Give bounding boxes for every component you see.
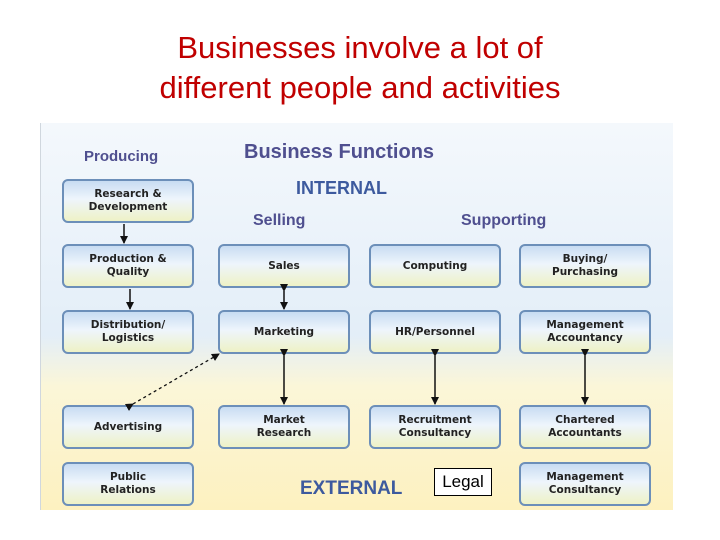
supporting-label: Supporting [461,212,547,229]
slide-title: Businesses involve a lot of different pe… [0,28,720,108]
external-label: EXTERNAL [300,478,403,499]
advertising-box: Advertising [62,405,194,449]
chartered-accountants-box: Chartered Accountants [519,405,651,449]
slide-title-line-1: Businesses involve a lot of [177,30,543,65]
selling-label: Selling [253,212,306,229]
marketing-box: Marketing [218,310,350,354]
research-development-box: Research & Development [62,179,194,223]
hr-personnel-box: HR/Personnel [369,310,501,354]
legal-box: Legal [434,468,492,496]
market-research-box: Market Research [218,405,350,449]
internal-label: INTERNAL [296,178,387,198]
computing-box: Computing [369,244,501,288]
recruitment-consultancy-box: Recruitment Consultancy [369,405,501,449]
producing-label: Producing [84,148,159,165]
public-relations-box: Public Relations [62,462,194,506]
diagram-heading: Business Functions [244,141,435,163]
production-quality-box: Production & Quality [62,244,194,288]
slide-title-line-2: different people and activities [159,70,561,105]
management-accountancy-box: Management Accountancy [519,310,651,354]
management-consultancy-box: Management Consultancy [519,462,651,506]
arrow-advertising-marketing [124,353,220,411]
buying-purchasing-box: Buying/ Purchasing [519,244,651,288]
distribution-logistics-box: Distribution/ Logistics [62,310,194,354]
